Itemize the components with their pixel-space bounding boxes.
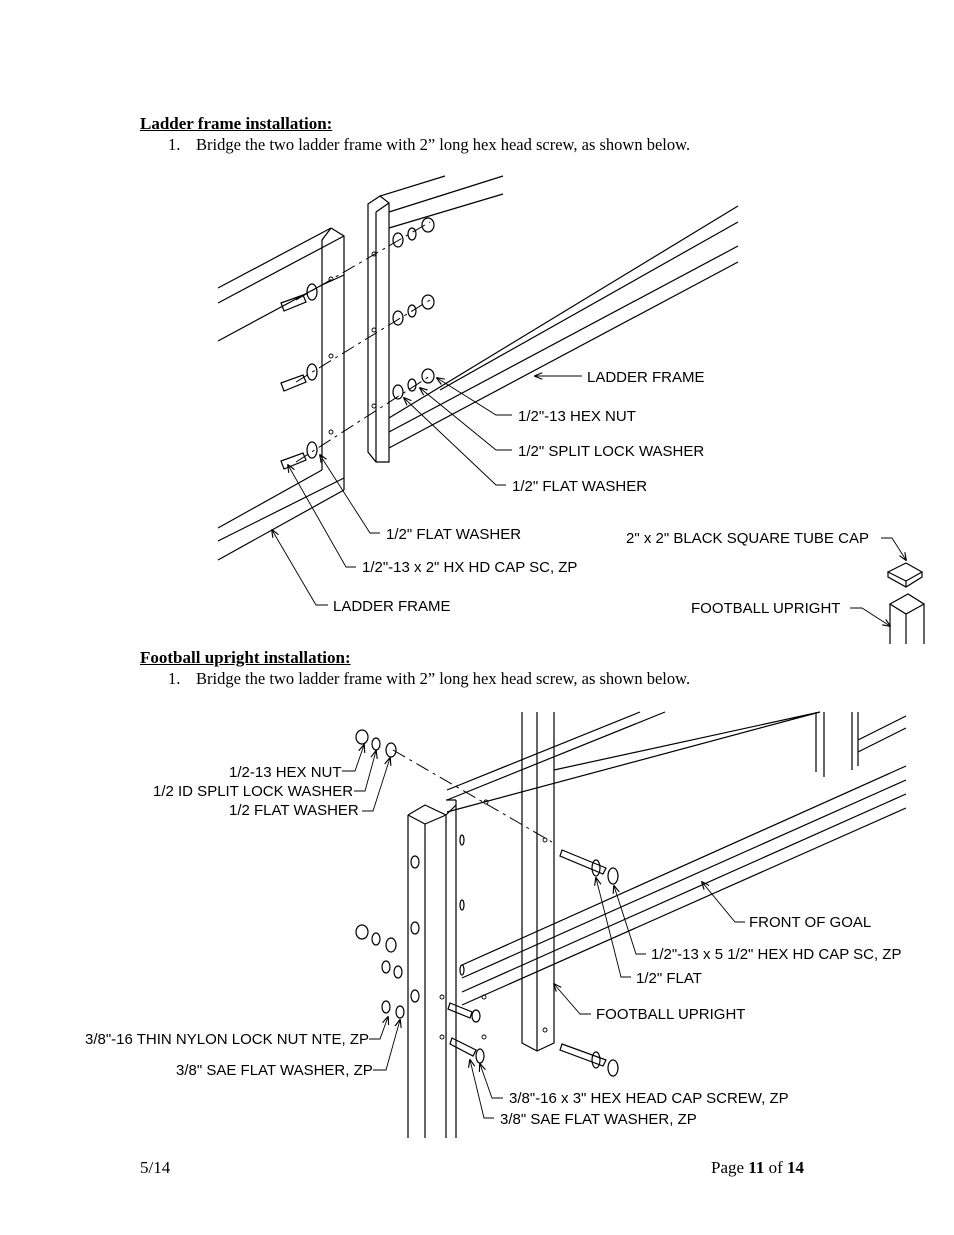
section-heading-football-upright: Football upright installation: bbox=[140, 648, 351, 667]
of-word: of bbox=[768, 1158, 783, 1177]
flat-washer-icon bbox=[306, 283, 318, 459]
cap-screw-icon bbox=[280, 294, 307, 470]
label-hex-nut: 1/2-13 HEX NUT bbox=[229, 764, 342, 781]
hex-nut-icon bbox=[355, 729, 405, 1019]
label-flat-washer: 1/2" FLAT WASHER bbox=[512, 478, 647, 495]
step-text: Bridge the two ladder frame with 2” long… bbox=[196, 669, 691, 688]
page-current: 11 bbox=[748, 1158, 765, 1177]
hex-nut-icon bbox=[392, 217, 435, 400]
label-sae-flat-washer: 3/8" SAE FLAT WASHER, ZP bbox=[500, 1111, 697, 1128]
label-ladder-frame: LADDER FRAME bbox=[333, 598, 451, 615]
label-hex-nut: 1/2"-13 HEX NUT bbox=[518, 408, 636, 425]
step-number: 1. bbox=[168, 669, 181, 688]
step-football-upright: 1. Bridge the two ladder frame with 2” lo… bbox=[168, 669, 690, 689]
label-football-upright: FOOTBALL UPRIGHT bbox=[596, 1006, 745, 1023]
label-hex-head-cap-screw: 3/8"-16 x 3" HEX HEAD CAP SCREW, ZP bbox=[509, 1090, 789, 1107]
bolt-icon bbox=[410, 834, 465, 1003]
label-sae-flat-washer: 3/8" SAE FLAT WASHER, ZP bbox=[176, 1062, 373, 1079]
footer-date: 5/14 bbox=[140, 1158, 171, 1177]
label-tube-cap: 2" x 2" BLACK SQUARE TUBE CAP bbox=[626, 530, 869, 547]
label-split-lock-washer: 1/2 ID SPLIT LOCK WASHER bbox=[153, 783, 353, 800]
footer-page-number: Page 11 of 14 bbox=[711, 1158, 804, 1178]
label-football-upright: FOOTBALL UPRIGHT bbox=[691, 600, 840, 617]
ladder-frame-diagram: LADDER FRAME 1/2"-13 HEX NUT 1/2" SPLIT … bbox=[217, 175, 926, 644]
label-nylon-lock-nut: 3/8"-16 THIN NYLON LOCK NUT NTE, ZP bbox=[85, 1031, 369, 1048]
label-long-cap-screw: 1/2"-13 x 5 1/2" HEX HD CAP SC, ZP bbox=[651, 946, 901, 963]
step-text: Bridge the two ladder frame with 2” long… bbox=[196, 135, 691, 154]
label-split-lock-washer: 1/2" SPLIT LOCK WASHER bbox=[518, 443, 704, 460]
label-cap-screw: 1/2"-13 x 2" HX HD CAP SC, ZP bbox=[362, 559, 577, 576]
football-upright-diagram: 1/2-13 HEX NUT 1/2 ID SPLIT LOCK WASHER … bbox=[85, 711, 907, 1138]
step-number: 1. bbox=[168, 135, 181, 154]
page-word: Page bbox=[711, 1158, 745, 1177]
tube-cap-icon bbox=[886, 562, 924, 588]
long-cap-screw-icon bbox=[559, 849, 619, 1077]
hex-head-cap-screw-icon bbox=[447, 1002, 485, 1064]
label-flat-washer: 1/2 FLAT WASHER bbox=[229, 802, 359, 819]
label-half-flat: 1/2" FLAT bbox=[636, 970, 702, 987]
football-upright-icon bbox=[888, 593, 926, 644]
page-total: 14 bbox=[787, 1158, 805, 1177]
section-heading-ladder-frame: Ladder frame installation: bbox=[140, 114, 333, 133]
label-front-of-goal: FRONT OF GOAL bbox=[749, 914, 871, 931]
label-flat-washer: 1/2" FLAT WASHER bbox=[386, 526, 521, 543]
step-ladder-frame: 1. Bridge the two ladder frame with 2” lo… bbox=[168, 135, 690, 155]
label-ladder-frame: LADDER FRAME bbox=[587, 369, 705, 386]
